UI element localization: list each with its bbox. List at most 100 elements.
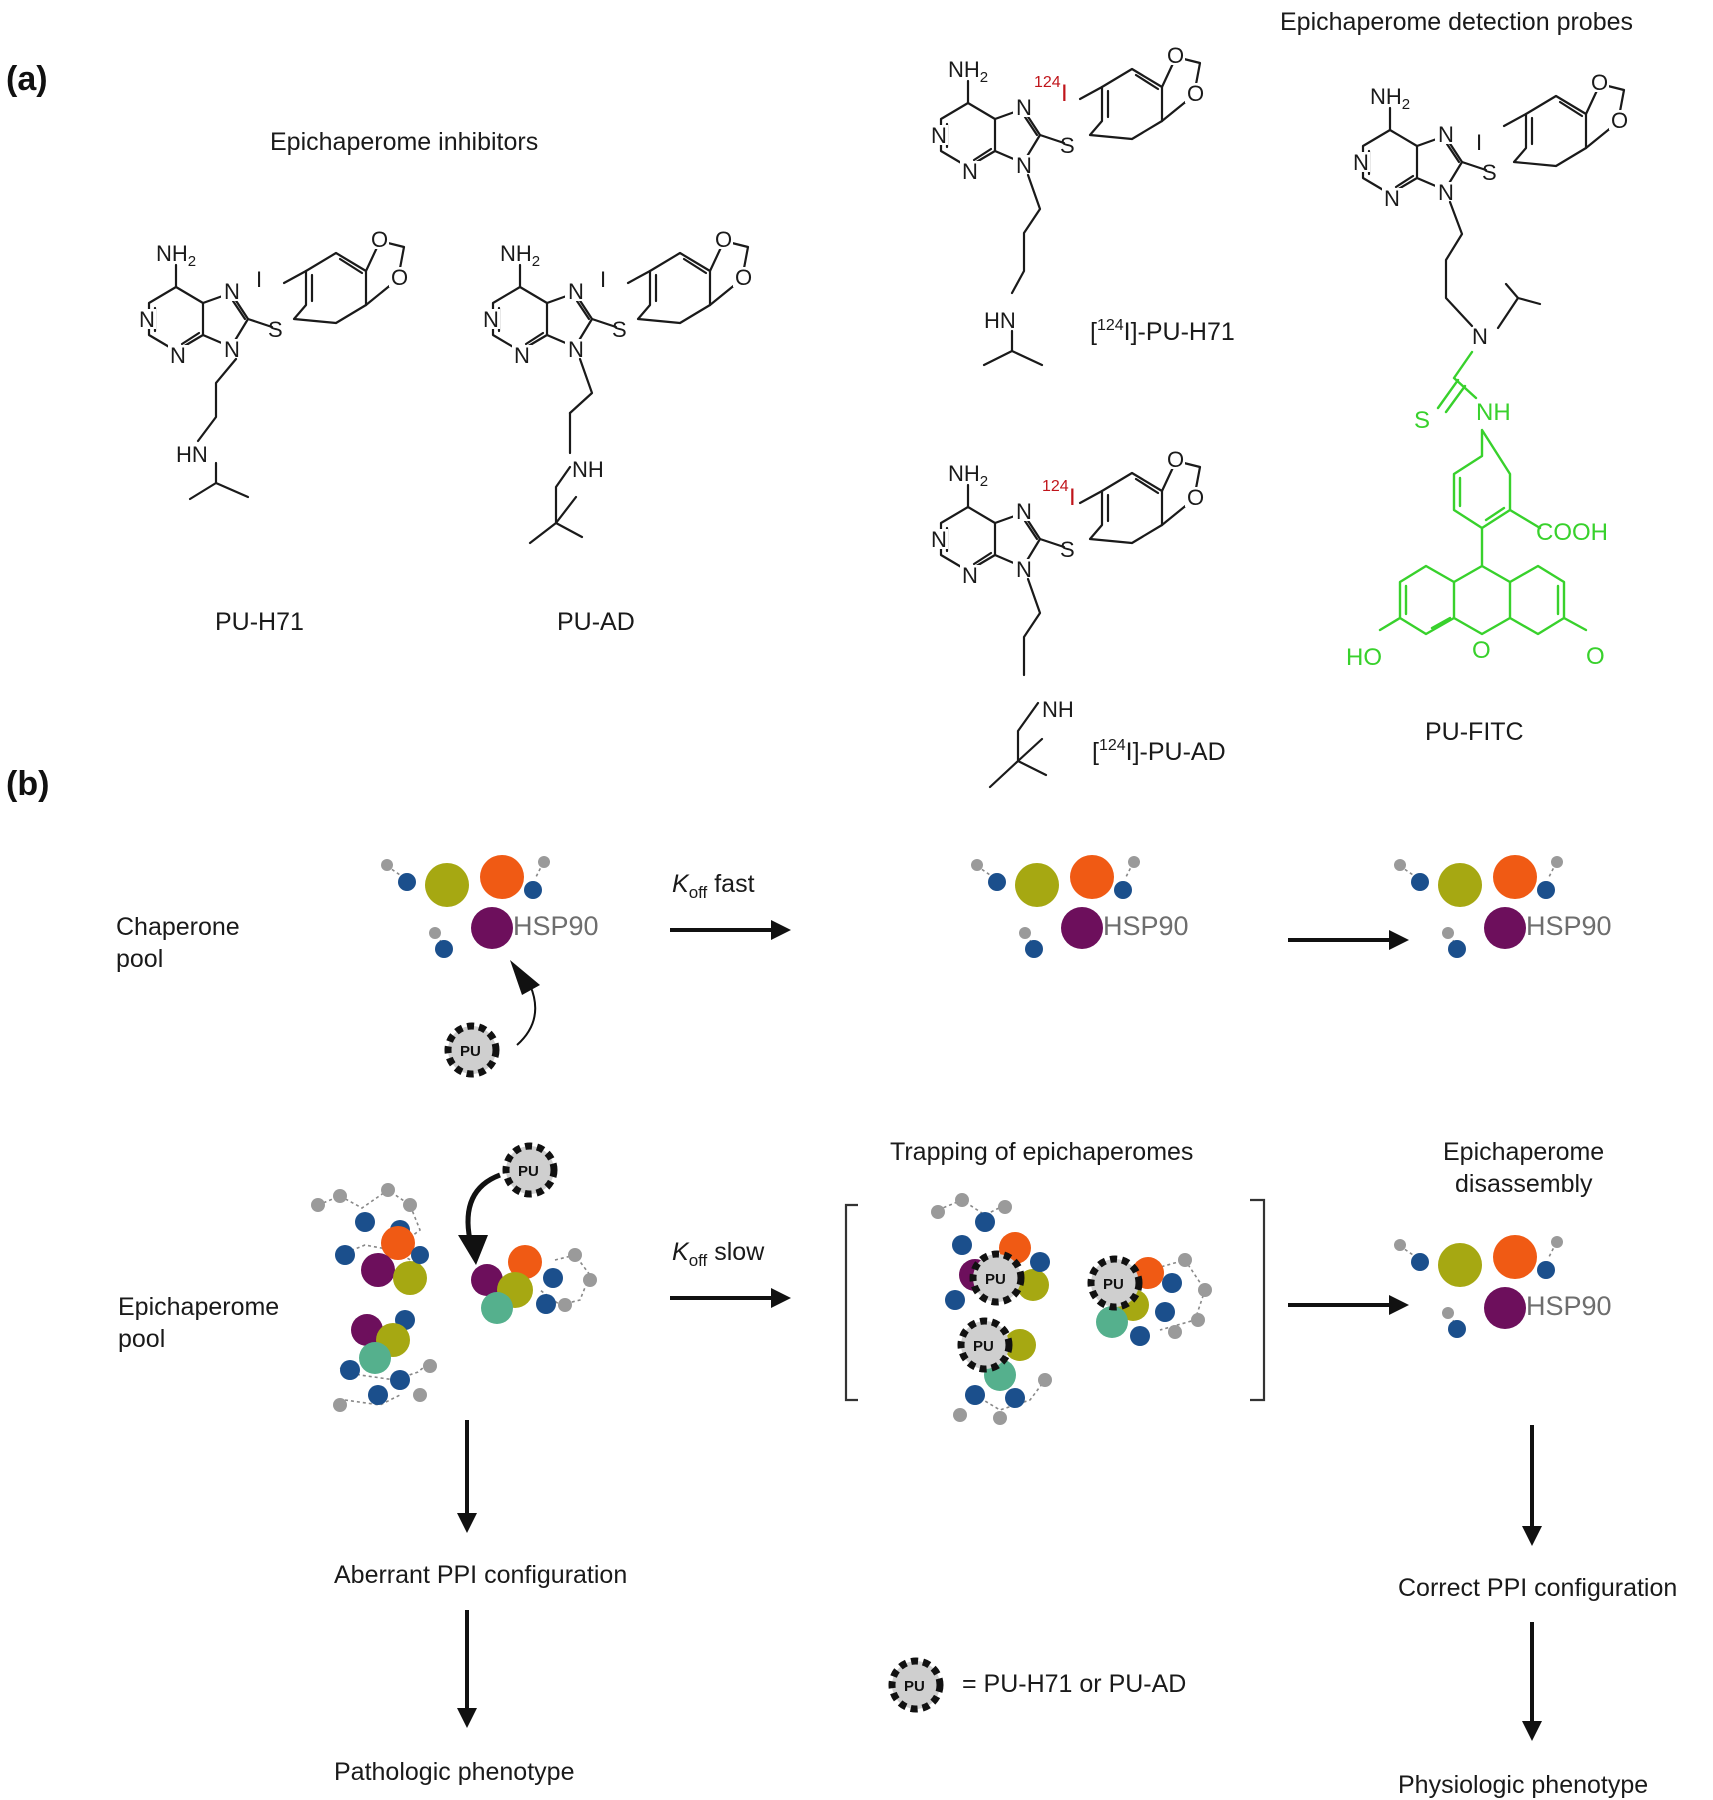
client-orange: [1493, 855, 1537, 899]
pu-ad-structure: I NH: [478, 225, 755, 545]
hsp90-purple: [1061, 907, 1103, 949]
pu-badge: PU: [969, 1250, 1025, 1306]
trapped-epichaperome: [931, 1193, 1212, 1425]
cochaperone-gray: [1394, 1239, 1406, 1251]
node-gray: [1191, 1313, 1205, 1327]
node-blue: [335, 1245, 355, 1265]
koff-slow-label: Koff slow: [672, 1238, 765, 1270]
pu-ad-label: PU-AD: [557, 608, 635, 636]
svg-text:PU: PU: [518, 1163, 539, 1180]
node-gray: [333, 1189, 347, 1203]
amine-nh: NH: [1042, 697, 1074, 722]
cochaperone-blue: [1448, 940, 1466, 958]
hsp90-label: HSP90: [1103, 911, 1189, 941]
pu-badge: PU: [957, 1317, 1013, 1373]
i124-pu-ad-structure: 124 I NH: [926, 445, 1207, 789]
chaperone-pool-word1: Chaperone: [116, 913, 240, 941]
node-blue: [975, 1212, 995, 1232]
pu-fitc-structure: I N S NH COOH HO O O: [1346, 68, 1631, 671]
node-gray: [423, 1359, 437, 1373]
cochaperone-blue: [1025, 940, 1043, 958]
cochaperone-gray: [1551, 1236, 1563, 1248]
client-olive: [1004, 1329, 1036, 1361]
aberrant-label: Aberrant PPI configuration: [334, 1561, 627, 1589]
iodine-124: I: [1061, 80, 1068, 107]
node-gray: [993, 1411, 1007, 1425]
node-blue: [1155, 1302, 1175, 1322]
binding-curve: [516, 984, 537, 1046]
client-orange: [508, 1245, 542, 1279]
chaperone-complex-1: HSP90: [381, 855, 599, 958]
cochaperone-blue: [1537, 881, 1555, 899]
epichaperome-pool-word2: pool: [118, 1325, 165, 1353]
node-gray: [1178, 1253, 1192, 1267]
chaperone-pool-label: Chaperone pool: [116, 913, 247, 973]
amine-hn: HN: [176, 442, 208, 467]
node-gray: [1038, 1373, 1052, 1387]
disassembly-label: Epichaperome disassembly: [1443, 1138, 1611, 1198]
probes-title: Epichaperome detection probes: [1280, 8, 1633, 36]
client-orange: [1070, 855, 1114, 899]
epichaperome-pool-word1: Epichaperome: [118, 1293, 279, 1321]
correct-label: Correct PPI configuration: [1398, 1574, 1677, 1602]
node-blue: [945, 1290, 965, 1310]
node-gray: [931, 1205, 945, 1219]
client-olive: [1017, 1269, 1049, 1301]
hydroxyl-ho: HO: [1346, 644, 1382, 671]
hsp90-purple: [471, 1264, 503, 1296]
node-blue: [1005, 1388, 1025, 1408]
node-gray: [953, 1408, 967, 1422]
epichaperome-cluster: [311, 1183, 597, 1412]
xanthene-o: O: [1472, 637, 1491, 664]
disassembly-word1: Epichaperome: [1443, 1138, 1604, 1166]
thiourea-s: S: [1414, 407, 1430, 434]
client-orange: [1493, 1235, 1537, 1279]
isotope-label: 124: [1034, 74, 1061, 91]
node-blue: [1130, 1326, 1150, 1346]
node-gray: [568, 1248, 582, 1262]
cochaperone-gray: [1128, 856, 1140, 868]
cochaperone-blue: [1411, 873, 1429, 891]
koff-fast-label: Koff fast: [672, 870, 755, 902]
node-blue: [340, 1360, 360, 1380]
node-gray: [955, 1193, 969, 1207]
hsp90-purple: [361, 1253, 395, 1287]
i124-pu-ad-label: [124I]-PU-AD: [1092, 737, 1226, 766]
client-olive: [1015, 863, 1059, 907]
hsp90-label: HSP90: [1526, 911, 1612, 941]
pu-badge: PU: [502, 1142, 558, 1198]
iodine-i: I: [256, 267, 262, 292]
client-teal: [359, 1342, 391, 1374]
cochaperone-blue: [1537, 1261, 1555, 1279]
amine-hn: HN: [984, 308, 1016, 333]
binding-arrowhead: [510, 960, 540, 995]
cochaperone-gray: [1019, 927, 1031, 939]
disassembled-complex: HSP90: [1394, 1235, 1612, 1338]
svg-text:PU: PU: [973, 1338, 994, 1355]
node-blue: [952, 1235, 972, 1255]
physiologic-label: Physiologic phenotype: [1398, 1771, 1648, 1799]
pu-badge: PU: [444, 1022, 500, 1078]
pu-h71-label: PU-H71: [215, 608, 304, 636]
cochaperone-blue: [1114, 881, 1132, 899]
svg-text:PU: PU: [904, 1678, 925, 1695]
thiourea-n: N: [1472, 324, 1488, 349]
client-teal: [481, 1292, 513, 1324]
node-gray: [583, 1273, 597, 1287]
node-blue: [1162, 1273, 1182, 1293]
hsp90-purple: [351, 1314, 383, 1346]
legend-text: = PU-H71 or PU-AD: [962, 1670, 1186, 1698]
svg-text:PU: PU: [460, 1043, 481, 1060]
chaperone-pool-word2: pool: [116, 945, 163, 973]
client-olive: [393, 1261, 427, 1295]
svg-text:PU: PU: [985, 1271, 1006, 1288]
chaperone-complex-3: HSP90: [1394, 855, 1612, 958]
cochaperone-gray: [1442, 927, 1454, 939]
node-gray: [1198, 1283, 1212, 1297]
pu-badge: PU: [1087, 1255, 1143, 1311]
carbonyl-o: O: [1586, 643, 1605, 670]
node-gray: [311, 1198, 325, 1212]
node-blue: [1030, 1252, 1050, 1272]
svg-text:PU: PU: [1103, 1276, 1124, 1293]
